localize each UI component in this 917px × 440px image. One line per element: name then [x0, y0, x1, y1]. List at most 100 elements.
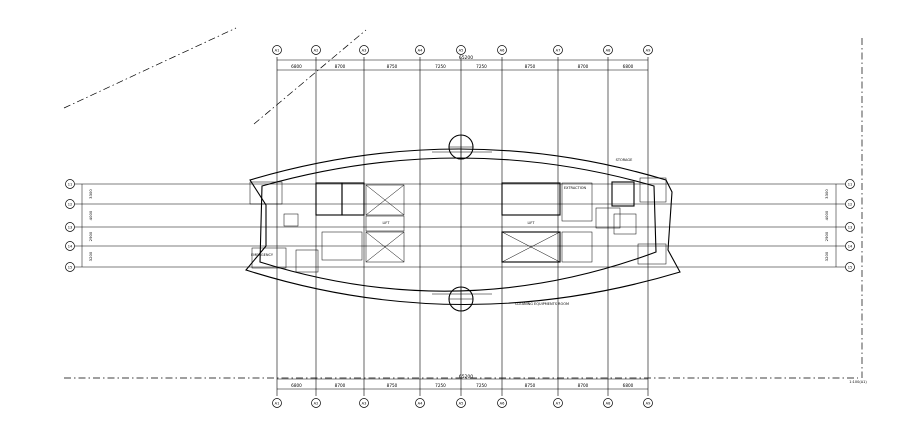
- grid-column-bubble: [603, 45, 613, 55]
- grid-column-label: A8: [606, 402, 611, 406]
- left-dimension-label: 2900: [88, 231, 93, 241]
- grid-column-label: A7: [556, 49, 561, 53]
- grid-row-bubble: [845, 179, 855, 189]
- grid-row-label: 13: [848, 226, 853, 230]
- grid-column-bubble: [603, 398, 613, 408]
- grid-column-bubble: [456, 45, 466, 55]
- grid-column-label: A4: [418, 402, 423, 406]
- grid-column-bubble: [497, 45, 507, 55]
- grid-row-bubble: [845, 199, 855, 209]
- grid-column-bubble: [643, 45, 653, 55]
- reference-line-upper: [63, 27, 237, 109]
- grid-column-label: A2: [314, 49, 319, 53]
- bottom-dimension-label: 8750: [387, 383, 398, 388]
- grid-column-label: A9: [646, 49, 651, 53]
- bottom-dimension-label: 8700: [578, 383, 589, 388]
- top-dimension-label: 8700: [335, 64, 346, 69]
- grid-row-label: 11: [848, 183, 853, 187]
- grid-column-bubble: [359, 398, 369, 408]
- room-label-extraction: EXTRACTION: [564, 186, 587, 190]
- scale-note: 1:100(A1): [849, 380, 867, 384]
- left-dimension-label: 3300: [88, 189, 93, 199]
- building-outline-inner: [259, 157, 657, 292]
- right-dimension-label: 4000: [824, 210, 829, 220]
- grid-column-label: A9: [646, 402, 651, 406]
- top-dimension-label: 7250: [435, 64, 446, 69]
- room-label-lift-right: LIFT: [527, 221, 535, 225]
- grid-column-bubble: [415, 45, 425, 55]
- bottom-dimension-label: 8750: [525, 383, 536, 388]
- grid-row-bubble: [65, 262, 75, 272]
- bottom-dimension-label: 7250: [476, 383, 487, 388]
- grid-column-label: A2: [314, 402, 319, 406]
- right-wing: [613, 177, 667, 265]
- grid-row-bubble: [845, 222, 855, 232]
- bottom-overall-dimension: 65200: [459, 374, 473, 380]
- grid-row-label: 12: [848, 203, 853, 207]
- grid-column-label: A6: [500, 49, 505, 53]
- grid-row-bubble: [845, 241, 855, 251]
- room-label-emergency: EMERGENCY: [251, 253, 274, 257]
- left-core: [295, 182, 405, 273]
- left-dimension-label: 4000: [88, 210, 93, 220]
- grid-row-label: 11: [68, 183, 73, 187]
- grid-column-bubble: [311, 398, 321, 408]
- grid-column-bubble: [272, 45, 282, 55]
- grid-row-label: 15: [848, 266, 853, 270]
- grid-row-label: 14: [848, 245, 853, 249]
- grid-column-bubble: [643, 398, 653, 408]
- bottom-dimension-label: 7250: [435, 383, 446, 388]
- top-overall-dimension: 65200: [459, 55, 473, 61]
- left-wing: [249, 181, 299, 269]
- right-dimension-label: 2900: [824, 231, 829, 241]
- grid-column-label: A3: [362, 49, 367, 53]
- grid-row-bubble: [65, 241, 75, 251]
- room-label-cleaning: CLEANING EQUIPMENTS ROOM: [515, 302, 569, 306]
- grid-column-bubble: [415, 398, 425, 408]
- grid-column-label: A4: [418, 49, 423, 53]
- grid-column-label: A8: [606, 49, 611, 53]
- room-label-lift-left: LIFT: [382, 221, 390, 225]
- grid-column-label: A5: [459, 402, 464, 406]
- grid-column-bubble: [553, 45, 563, 55]
- grid-row-label: 13: [68, 226, 73, 230]
- grid-column-bubble: [456, 398, 466, 408]
- reference-line-lower: [253, 29, 367, 125]
- top-dimension-label: 6800: [291, 64, 302, 69]
- grid-row-bubble: [65, 199, 75, 209]
- grid-row-bubble: [845, 262, 855, 272]
- room-label-storage: STORAGE: [616, 158, 633, 162]
- top-dimension-label: 7250: [476, 64, 487, 69]
- grid-column-bubble: [272, 398, 282, 408]
- right-core: [501, 181, 635, 263]
- grid-column-label: A1: [275, 402, 280, 406]
- grid-column-bubble: [311, 45, 321, 55]
- grid-row-label: 12: [68, 203, 73, 207]
- top-dimension-label: 8700: [578, 64, 589, 69]
- building-outline-outer: [245, 148, 681, 306]
- bottom-dimension-label: 6800: [623, 383, 634, 388]
- grid-column-label: A1: [275, 49, 280, 53]
- grid-column-label: A5: [459, 49, 464, 53]
- grid-row-label: 15: [68, 266, 73, 270]
- right-dimension-label: 3300: [824, 189, 829, 199]
- grid-column-bubble: [359, 45, 369, 55]
- right-dimension-label: 3200: [824, 251, 829, 261]
- grid-column-label: A3: [362, 402, 367, 406]
- south-entrance: [432, 286, 492, 312]
- top-dimension-label: 8750: [525, 64, 536, 69]
- north-entrance: [432, 134, 492, 160]
- grid-column-label: A7: [556, 402, 561, 406]
- grid-row-bubble: [65, 179, 75, 189]
- top-dimension-label: 6800: [623, 64, 634, 69]
- left-dimension-label: 3200: [88, 251, 93, 261]
- top-dimension-label: 8750: [387, 64, 398, 69]
- bottom-dimension-label: 6800: [291, 383, 302, 388]
- grid-row-label: 14: [68, 245, 73, 249]
- grid-column-label: A6: [500, 402, 505, 406]
- grid-column-bubble: [497, 398, 507, 408]
- bottom-dimension-label: 8700: [335, 383, 346, 388]
- grid-column-bubble: [553, 398, 563, 408]
